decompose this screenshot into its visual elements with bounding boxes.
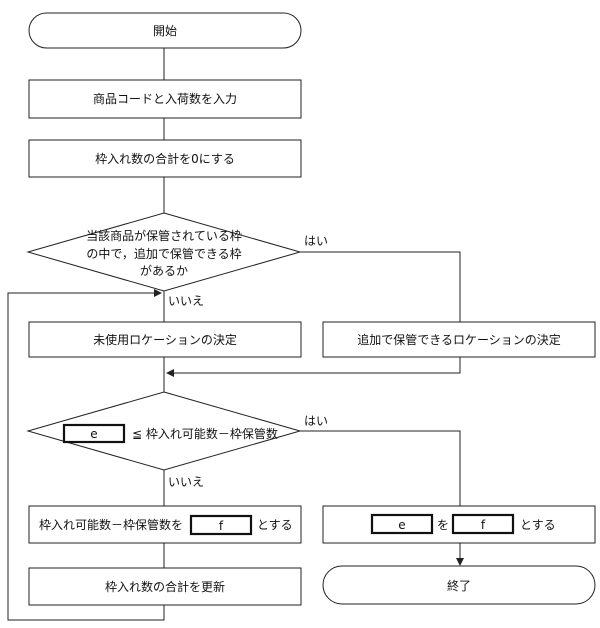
assign-e-suffix: とする — [520, 518, 556, 532]
process-assign-f: 枠入れ可能数－枠保管数を f とする — [28, 505, 302, 544]
decision1-line3: があるか — [140, 263, 188, 278]
assign-e-blank-e: e — [398, 518, 405, 532]
connector-lines — [7, 48, 464, 621]
decision2-text: ≦ 枠入れ可能数－枠保管数 — [132, 426, 278, 441]
start-terminal: 開始 — [28, 12, 302, 49]
decision1-line2: の中で，追加で保管できる枠 — [86, 246, 241, 261]
end-label: 終了 — [447, 578, 471, 593]
process-additional-label: 追加で保管できるロケーションの決定 — [357, 332, 561, 347]
process-assign-e: e を f とする — [322, 505, 596, 544]
blank-e-box-2 — [370, 513, 434, 535]
decision1-yes-label: はい — [304, 234, 328, 248]
decision1-no-label: いいえ — [168, 294, 204, 308]
assign-f-prefix: 枠入れ可能数－枠保管数を — [39, 517, 183, 532]
process-init-label: 枠入れ数の合計を0にする — [95, 151, 235, 166]
process-additional-location: 追加で保管できるロケーションの決定 — [322, 321, 596, 358]
blank-f-box — [189, 514, 253, 536]
process-init: 枠入れ数の合計を0にする — [28, 139, 302, 178]
blank-e-box — [62, 423, 126, 444]
assign-e-blank-f: f — [481, 518, 486, 532]
decision2-no-label: いいえ — [168, 475, 204, 489]
blank-e-label: e — [90, 427, 97, 441]
decision-capacity: e ≦ 枠入れ可能数－枠保管数 — [26, 391, 302, 471]
end-terminal: 終了 — [322, 565, 596, 605]
decision1-line1: 当該商品が保管されている枠 — [86, 228, 242, 243]
start-label: 開始 — [153, 24, 177, 38]
assign-f-suffix: とする — [257, 518, 293, 532]
decision-existing-slot: 当該商品が保管されている枠 の中で，追加で保管できる枠 があるか — [26, 212, 302, 292]
blank-f-box-2 — [451, 513, 515, 535]
assign-f-blank: f — [219, 519, 224, 533]
process-update-label: 枠入れ数の合計を更新 — [105, 579, 225, 594]
assign-e-middle: を — [437, 518, 449, 532]
process-input: 商品コードと入荷数を入力 — [28, 79, 302, 119]
process-unused-label: 未使用ロケーションの決定 — [93, 332, 237, 347]
process-input-label: 商品コードと入荷数を入力 — [93, 91, 237, 106]
decision2-yes-label: はい — [304, 414, 328, 428]
process-unused-location: 未使用ロケーションの決定 — [28, 321, 302, 358]
process-update-total: 枠入れ数の合計を更新 — [28, 567, 302, 606]
